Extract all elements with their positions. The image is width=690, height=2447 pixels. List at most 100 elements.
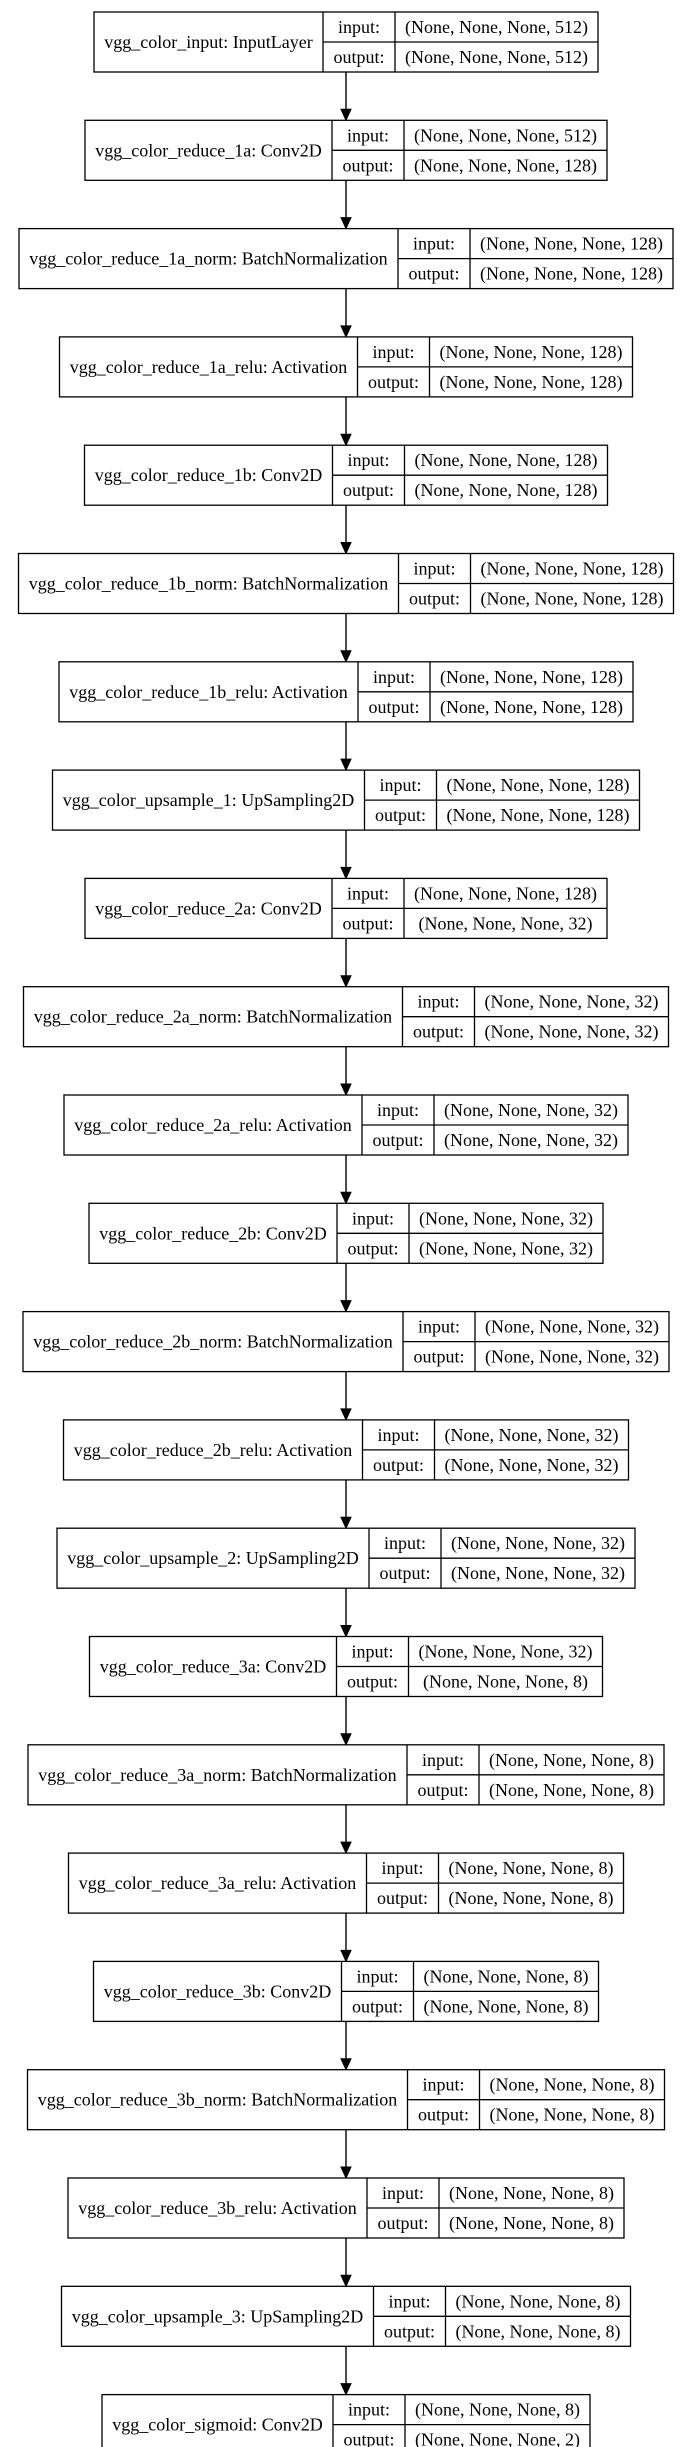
layer-label: vgg_color_reduce_3b_relu: Activation	[78, 2198, 356, 2218]
layer-node: vgg_color_reduce_3b: Conv2D input: output:…	[92, 1960, 600, 2023]
input-port-label: input:	[347, 450, 389, 470]
output-shape: (None, None, None, 32)	[445, 1455, 619, 1476]
layer-label: vgg_color_reduce_2b: Conv2D	[99, 1223, 326, 1243]
input-port-label: input:	[384, 1533, 426, 1553]
input-shape: (None, None, None, 128)	[440, 342, 623, 363]
arrowhead	[340, 758, 352, 772]
output-shape: (None, None, None, 32)	[485, 1022, 659, 1043]
input-port-label: input:	[351, 1642, 393, 1662]
input-port-label: input:	[377, 1425, 419, 1445]
output-shape: (None, None, None, 2)	[415, 2430, 580, 2447]
layer-label: vgg_color_input: InputLayer	[104, 32, 312, 52]
layer-node: vgg_color_reduce_2a_relu: Activationinpu…	[63, 1094, 629, 1156]
output-shape: (None, None, None, 32)	[485, 1347, 659, 1368]
layer-node: vgg_color_reduce_2b_relu: Activationinpu…	[62, 1419, 630, 1481]
output-port-label: output:	[413, 1347, 464, 1367]
output-port-label: output:	[409, 589, 460, 609]
output-port-label: output:	[368, 697, 419, 717]
layer-node: vgg_color_reduce_3b_norm: BatchNormaliza…	[26, 2069, 666, 2131]
layer-node: vgg_color_reduce_2b: Conv2D input: output:…	[88, 1202, 604, 1264]
layer-node: vgg_color_reduce_1a_norm: BatchNormaliza…	[18, 227, 674, 290]
input-shape: (None, None, None, 32)	[485, 992, 659, 1013]
layer-node: vgg_color_reduce_3a: Conv2Dinput:output:…	[88, 1635, 604, 1698]
input-port-label: input:	[352, 1208, 394, 1228]
input-shape: (None, None, None, 8)	[449, 1858, 614, 1879]
layer-label: vgg_color_reduce_1b: Conv2D	[95, 465, 322, 485]
arrowhead	[340, 108, 352, 122]
input-shape: (None, None, None, 512)	[414, 125, 597, 146]
layer-label: vgg_color_reduce_3b: Conv2D	[104, 1981, 331, 2001]
output-port-label: output:	[347, 1238, 398, 1258]
arrowhead	[340, 1300, 352, 1313]
layer-label: vgg_color_upsample_2: UpSampling2D	[67, 1548, 358, 1568]
layer-label: vgg_color_reduce_1b_norm: BatchNormaliza…	[29, 574, 388, 594]
layer-label: vgg_color_reduce_2a: Conv2D	[95, 898, 321, 918]
input-shape: (None, None, None, 32)	[444, 1100, 618, 1121]
input-shape: (None, None, None, 32)	[419, 1208, 593, 1229]
layer-label: vgg_color_reduce_1a: Conv2D	[95, 140, 321, 160]
layer-node: vgg_color_reduce_3a_norm: BatchNormaliza…	[27, 1744, 665, 1806]
output-shape: (None, None, None, 8)	[456, 2321, 621, 2342]
input-port-label: input:	[422, 1750, 464, 1770]
input-port-label: input:	[413, 559, 455, 579]
input-shape: (None, None, None, 128)	[440, 667, 623, 688]
output-port-label: output:	[343, 2430, 394, 2447]
layer-box	[101, 2393, 591, 2447]
layer-node: vgg_color_reduce_1b: Conv2Dinput:output:…	[83, 444, 609, 506]
layer-node: vgg_color_reduce_1b_norm: BatchNormaliza…	[17, 552, 675, 615]
arrowhead	[340, 1083, 352, 1097]
output-port-label: output:	[368, 372, 419, 392]
output-shape: (None, None, None, 128)	[440, 372, 623, 393]
input-shape: (None, None, None, 8)	[456, 2291, 621, 2312]
output-shape: (None, None, None, 8)	[423, 1672, 588, 1693]
layer-node: vgg_color_reduce_1a_relu: Activationinpu…	[58, 336, 634, 398]
arrowhead	[340, 325, 352, 339]
input-port-label: input:	[388, 2291, 430, 2311]
input-shape: (None, None, None, 32)	[451, 1533, 625, 1554]
output-shape: (None, None, None, 8)	[449, 2213, 614, 2234]
input-shape: (None, None, None, 128)	[414, 883, 597, 904]
arrowhead	[340, 866, 352, 880]
output-port-label: output:	[417, 1780, 468, 1800]
input-port-label: input:	[418, 1317, 460, 1337]
output-port-label: output:	[352, 1996, 403, 2016]
input-port-label: input:	[417, 992, 459, 1012]
output-port-label: output:	[373, 1455, 424, 1475]
output-shape: (None, None, None, 128)	[480, 264, 663, 285]
output-shape: (None, None, None, 512)	[405, 47, 588, 68]
output-shape: (None, None, None, 8)	[449, 1888, 614, 1909]
output-port-label: output:	[333, 47, 384, 67]
input-shape: (None, None, None, 32)	[419, 1642, 593, 1663]
output-port-label: output:	[379, 1563, 430, 1583]
arrowhead	[340, 1733, 352, 1747]
input-shape: (None, None, None, 8)	[424, 1966, 589, 1987]
edges	[340, 72, 352, 2396]
nodes: vgg_color_input: InputLayer input: output:…	[17, 11, 675, 2447]
layer-node: vgg_color_upsample_3: UpSampling2D input:…	[60, 2285, 632, 2347]
output-shape: (None, None, None, 128)	[415, 480, 598, 501]
input-port-label: input:	[382, 2183, 424, 2203]
layer-label: vgg_color_reduce_2a_relu: Activation	[74, 1115, 351, 1135]
layer-label: vgg_color_reduce_1a_relu: Activation	[70, 357, 347, 377]
layer-node: vgg_color_reduce_1b_relu: Activationinpu…	[58, 661, 634, 723]
layer-label: vgg_color_upsample_3: UpSampling2D	[72, 2306, 363, 2326]
layer-label: vgg_color_reduce_1b_relu: Activation	[69, 682, 347, 702]
input-port-label: input:	[347, 883, 389, 903]
output-port-label: output:	[413, 1022, 464, 1042]
layer-label: vgg_color_reduce_2b_norm: BatchNormaliza…	[33, 1332, 392, 1352]
arrowhead	[340, 542, 352, 555]
output-port-label: output:	[418, 2105, 469, 2125]
layer-node: vgg_color_reduce_2b_norm: BatchNormaliza…	[22, 1310, 670, 1373]
input-port-label: input:	[347, 125, 389, 145]
input-port-label: input:	[348, 2400, 390, 2420]
layer-label: vgg_color_reduce_3a_norm: BatchNormaliza…	[38, 1765, 396, 1785]
output-shape: (None, None, None, 8)	[490, 2105, 655, 2126]
input-port-label: input:	[356, 1966, 398, 1986]
arrowhead	[340, 1516, 352, 1530]
arrowhead	[340, 1408, 352, 1422]
output-port-label: output:	[372, 1130, 423, 1150]
input-port-label: input:	[413, 234, 455, 254]
layer-label: vgg_color_reduce_3a: Conv2D	[100, 1657, 326, 1677]
output-shape: (None, None, None, 8)	[424, 1996, 589, 2017]
